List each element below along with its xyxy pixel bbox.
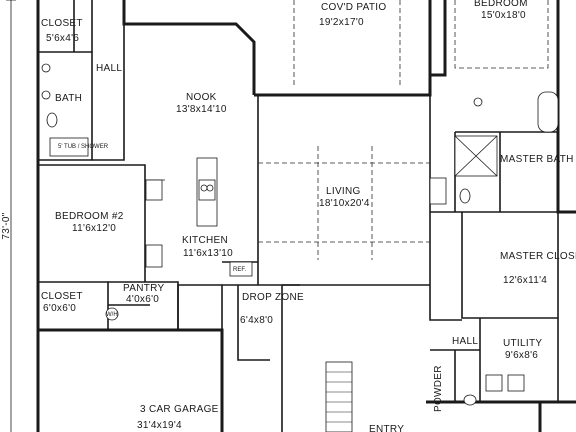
bedroom-top-name: BEDROOM [474,0,528,9]
nook-size: 13'8x14'10 [176,104,227,115]
garage-name: 3 CAR GARAGE [140,404,219,415]
tub-label: 5' TUB / SHOWER [58,144,109,150]
patio-name: COV'D PATIO [321,2,386,13]
kitchen-name: KITCHEN [182,235,228,246]
drop-zone-name: DROP ZONE [242,292,304,303]
dimension-line: 73'-0" [1,0,16,432]
bedroom-2-name: BEDROOM #2 [55,211,124,222]
closet-2-size: 6'0x6'0 [43,303,76,314]
master-closet-size: 12'6x11'4 [503,275,547,286]
patio-outline [282,0,430,96]
master-bath-fixtures [105,91,559,406]
nook-name: NOOK [186,92,217,103]
living-ceiling-outline [258,146,430,260]
kitchen-fixtures [145,157,253,277]
kitchen-size: 11'6x13'10 [183,248,233,259]
bedroom-ceiling-outline [454,0,549,69]
closet-1-size: 5'6x4'6 [46,33,79,44]
living-name: LIVING [326,186,361,197]
entry-name: ENTRY [369,424,404,432]
ref-label: REF. [233,267,246,273]
hall-2-name: HALL [452,336,478,347]
master-closet-name: MASTER CLOSET [500,251,576,262]
bedroom-top-size: 15'0x18'0 [481,10,526,21]
pantry-size: 4'0x6'0 [126,294,159,305]
dimension-label: 73'-0" [1,212,12,239]
hall-1-name: HALL [96,63,122,74]
patio-size: 19'2x17'0 [319,17,364,28]
interior-walls [38,0,559,432]
room-labels: CLOSET 5'6x4'6 HALL BATH 5' TUB / SHOWER… [41,0,576,432]
pantry-name: PANTRY [123,283,164,294]
closet-1-name: CLOSET [41,18,83,29]
utility-name: UTILITY [503,338,542,349]
stairs [325,361,353,432]
living-size: 18'10x20'4 [319,198,370,209]
wh-label: W/H [106,312,118,318]
bath-name: BATH [55,93,82,104]
powder-name: POWDER [433,365,444,412]
drop-zone-size: 6'4x8'0 [240,315,273,326]
bath-fixtures [41,63,89,157]
garage-size: 31'4x19'4 [137,420,182,431]
closet-2-name: CLOSET [41,291,83,302]
bedroom-2-size: 11'6x12'0 [72,223,116,234]
master-bath-name: MASTER BATH [500,154,574,165]
utility-size: 9'6x8'6 [505,350,538,361]
